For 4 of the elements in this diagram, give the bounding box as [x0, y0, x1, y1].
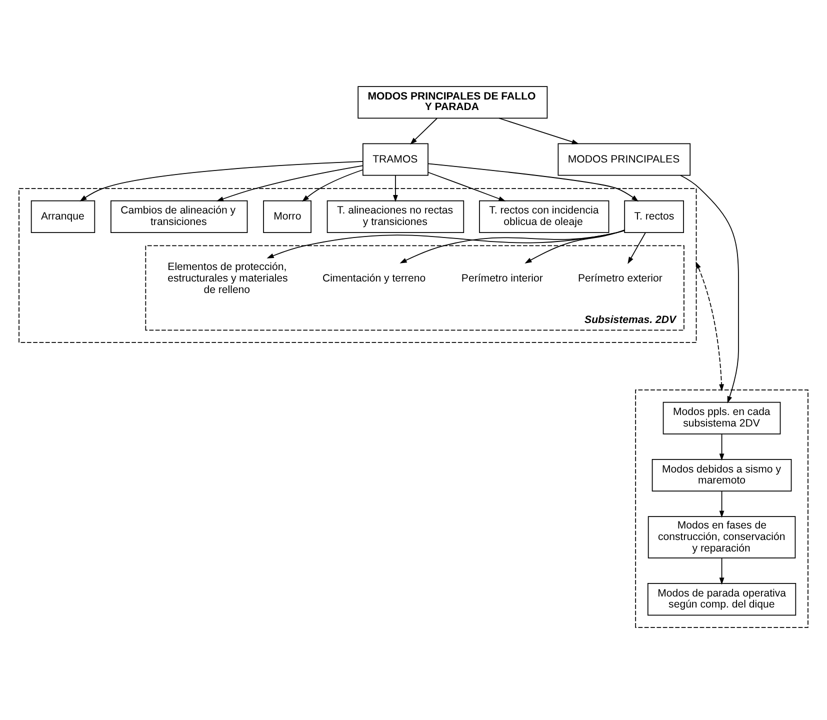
node-text: Elementos de protección, estructurales y materiales de relleno — [168, 260, 288, 296]
node-text: Perímetro interior — [461, 272, 543, 284]
node-text: Perímetro exterior — [578, 272, 662, 284]
node-text: Cimentación y terreno — [322, 272, 426, 284]
